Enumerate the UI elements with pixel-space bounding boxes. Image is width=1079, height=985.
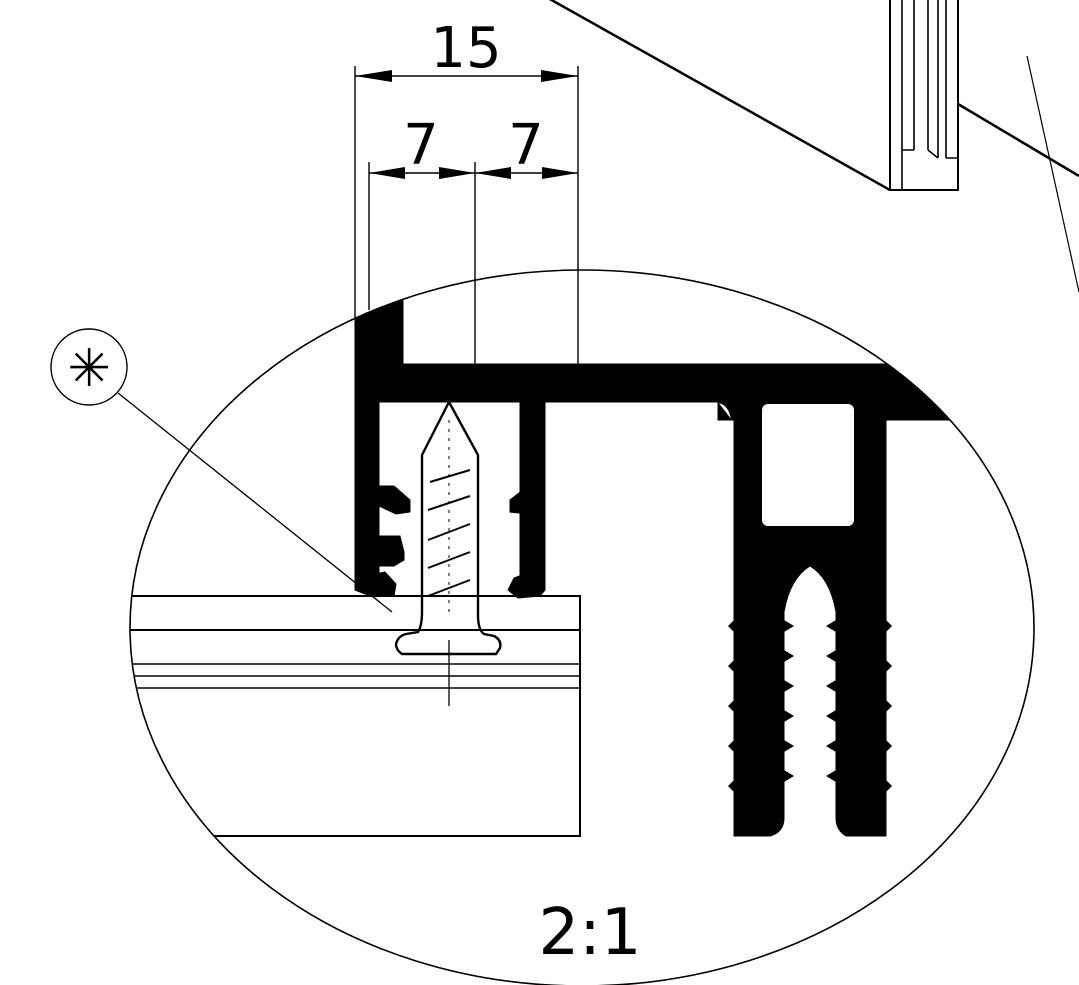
detail-circle-content — [130, 299, 1034, 837]
scale-label: 2:1 — [539, 896, 642, 970]
dimension-lines — [354, 66, 579, 402]
detail-marker-symbol: ✳ — [67, 339, 111, 399]
panel-edge — [957, 102, 1079, 178]
detail-marker: ✳ — [50, 328, 393, 613]
leader-line-right — [1026, 55, 1079, 293]
screw — [394, 399, 502, 706]
mounting-board — [130, 595, 581, 837]
background-elevation — [549, 0, 1079, 293]
aluminium-profile — [354, 299, 1034, 837]
detail-circle — [129, 269, 1035, 985]
dimension-right-label: 7 — [508, 113, 544, 178]
dimension-left-label: 7 — [403, 113, 439, 178]
leader-line — [117, 392, 393, 613]
profile-elevation-strip — [889, 0, 959, 191]
fork-teeth — [728, 620, 892, 792]
panel-diagonal-edge — [549, 0, 891, 192]
dimension-overall-label: 15 — [430, 16, 501, 81]
